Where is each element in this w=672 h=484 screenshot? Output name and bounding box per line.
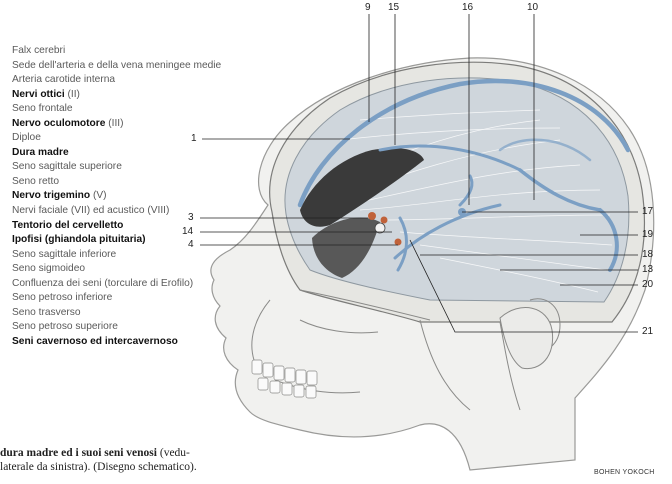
legend-item: Falx cerebri (12, 45, 66, 56)
illustrator-credit: BOHEN YOKOCH (594, 469, 655, 476)
label-20: 20 (642, 279, 654, 290)
label-16: 16 (462, 2, 474, 13)
anterior-fossa (300, 148, 424, 227)
legend-item: Arteria carotide interna (12, 74, 116, 86)
label-9: 9 (365, 2, 371, 13)
legend-item: Seno trasverso (12, 306, 81, 318)
legend-item: Dura madre (12, 146, 69, 158)
legend-item: Seno petroso superiore (12, 321, 118, 333)
legend-item: Seno frontale (12, 103, 73, 115)
caption-line2: laterale da sinistra). (Disegno schemati… (0, 461, 197, 473)
legend-item: Seno sigmoideo (12, 263, 86, 275)
legend-item: Diploe (12, 132, 41, 144)
label-14: 14 (182, 226, 194, 237)
legend-item: Seno retto (12, 175, 60, 187)
label-19: 19 (642, 229, 654, 240)
legend-item: Nervo trigemino (V) (12, 190, 107, 202)
label-18: 18 (642, 249, 654, 260)
legend-item: Tentorio del cervelletto (12, 219, 124, 231)
legend-item: Ipofisi (ghiandola pituitaria) (12, 234, 146, 246)
label-21: 21 (642, 326, 654, 337)
caption-line1-rest: (vedu- (156, 447, 190, 459)
caption-bold: dura madre ed i suoi seni venosi (0, 447, 157, 459)
teeth (251, 359, 318, 399)
legend-item: Seni cavernoso ed intercavernoso (12, 335, 178, 347)
label-1: 1 (191, 133, 197, 144)
venous-sinuses (297, 78, 631, 272)
falx-fibers (319, 109, 613, 293)
legend-item: Nervi faciale (VII) ed acustico (VIII) (12, 205, 170, 217)
legend-item: Sede dell'arteria e della vena meningee … (12, 59, 222, 71)
label-17: 17 (642, 206, 654, 217)
label-10: 10 (527, 2, 539, 13)
label-3: 3 (188, 212, 194, 223)
label-4: 4 (188, 239, 194, 250)
legend-item: Nervo oculomotore (III) (12, 117, 124, 129)
legend-item: Nervi ottici (II) (12, 88, 80, 100)
legend-item: Seno sagittale inferiore (12, 248, 117, 260)
middle-fossa (312, 217, 380, 278)
label-15: 15 (388, 2, 400, 13)
figure-caption: dura madre ed i suoi seni venosi (vedu- … (0, 446, 197, 474)
label-13: 13 (642, 264, 654, 275)
legend-item: Seno sagittale superiore (12, 161, 122, 173)
leader-lines (200, 14, 638, 333)
legend-item: Confluenza dei seni (torculare di Erofil… (12, 277, 194, 289)
legend-item: Seno petroso inferiore (12, 292, 113, 304)
ear (499, 307, 554, 370)
